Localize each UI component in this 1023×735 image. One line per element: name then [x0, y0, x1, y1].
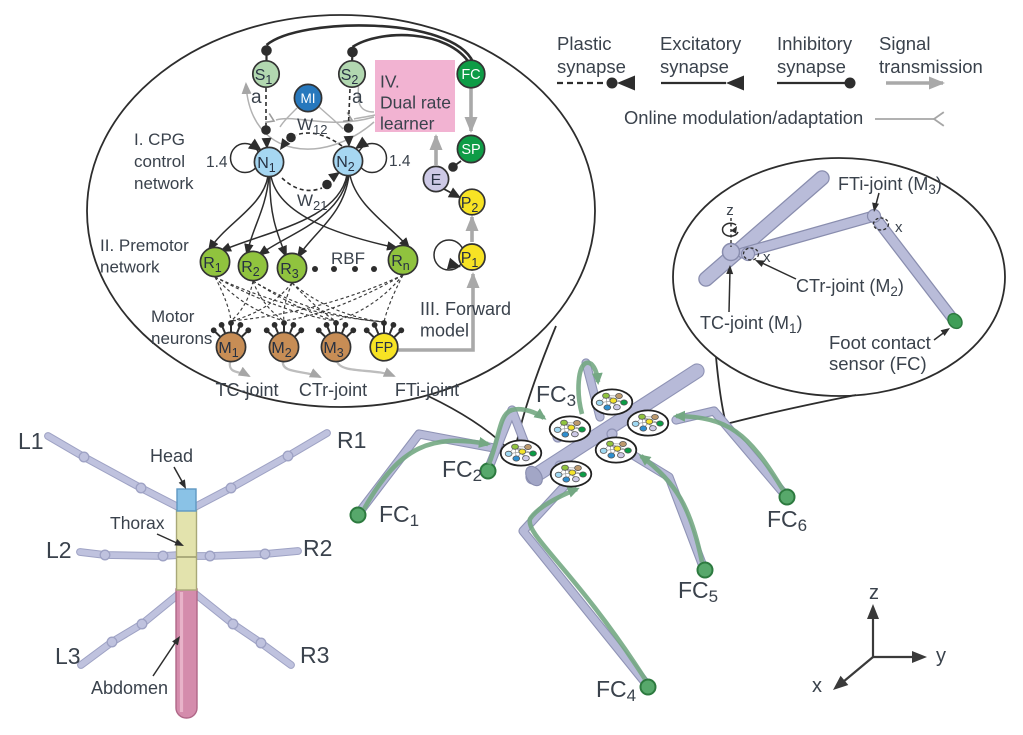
svg-text:model: model — [420, 321, 469, 341]
svg-text:II. Premotor: II. Premotor — [100, 236, 189, 255]
svg-text:network: network — [134, 174, 194, 193]
svg-text:Signal: Signal — [879, 33, 930, 54]
svg-text:Plastic: Plastic — [557, 33, 612, 54]
svg-text:control: control — [134, 152, 185, 171]
svg-text:Dual rate: Dual rate — [380, 93, 451, 113]
svg-text:Excitatory: Excitatory — [660, 33, 742, 54]
svg-text:z: z — [869, 582, 879, 604]
svg-text:FP: FP — [375, 340, 394, 356]
svg-text:synapse: synapse — [660, 56, 729, 77]
svg-text:a: a — [352, 87, 363, 108]
svg-text:FTi-joint: FTi-joint — [395, 380, 459, 400]
svg-text:Foot contact: Foot contact — [829, 332, 931, 353]
svg-text:neurons: neurons — [151, 329, 212, 348]
svg-text:CTr-joint: CTr-joint — [299, 380, 367, 400]
svg-text:1.4: 1.4 — [389, 153, 411, 170]
svg-text:TC-joint (M1): TC-joint (M1) — [700, 313, 803, 336]
svg-text:a: a — [251, 87, 262, 108]
svg-text:R3: R3 — [300, 642, 329, 668]
svg-text:III. Forward: III. Forward — [420, 299, 511, 319]
svg-text:SP: SP — [461, 142, 480, 158]
svg-text:RBF: RBF — [331, 249, 365, 268]
svg-text:Motor: Motor — [151, 307, 195, 326]
svg-text:1.4: 1.4 — [206, 154, 228, 171]
svg-text:learner: learner — [380, 114, 435, 134]
svg-text:L2: L2 — [46, 537, 72, 563]
svg-text:network: network — [100, 258, 160, 277]
svg-text:synapse: synapse — [777, 56, 846, 77]
svg-text:Thorax: Thorax — [110, 513, 165, 533]
svg-text:Abdomen: Abdomen — [91, 678, 168, 698]
svg-text:FC: FC — [461, 67, 480, 83]
svg-text:x: x — [895, 219, 903, 236]
svg-text:L1: L1 — [18, 428, 44, 454]
svg-text:transmission: transmission — [879, 56, 983, 77]
svg-text:x: x — [812, 675, 822, 697]
svg-text:Inhibitory: Inhibitory — [777, 33, 853, 54]
svg-text:synapse: synapse — [557, 56, 626, 77]
svg-text:Online modulation/adaptation: Online modulation/adaptation — [624, 107, 863, 128]
svg-text:sensor (FC): sensor (FC) — [829, 353, 927, 374]
svg-text:E: E — [431, 172, 442, 189]
svg-text:L3: L3 — [55, 643, 81, 669]
svg-text:MI: MI — [301, 91, 316, 106]
svg-text:FTi-joint (M3): FTi-joint (M3) — [838, 174, 942, 197]
svg-text:Head: Head — [150, 446, 193, 466]
svg-text:z: z — [726, 202, 734, 219]
svg-text:TC-joint: TC-joint — [215, 380, 278, 400]
svg-text:I. CPG: I. CPG — [134, 130, 185, 149]
svg-text:R2: R2 — [303, 535, 332, 561]
svg-text:CTr-joint (M2): CTr-joint (M2) — [796, 276, 904, 299]
svg-text:R1: R1 — [337, 427, 366, 453]
svg-text:y: y — [936, 645, 946, 667]
svg-text:IV.: IV. — [380, 72, 400, 92]
